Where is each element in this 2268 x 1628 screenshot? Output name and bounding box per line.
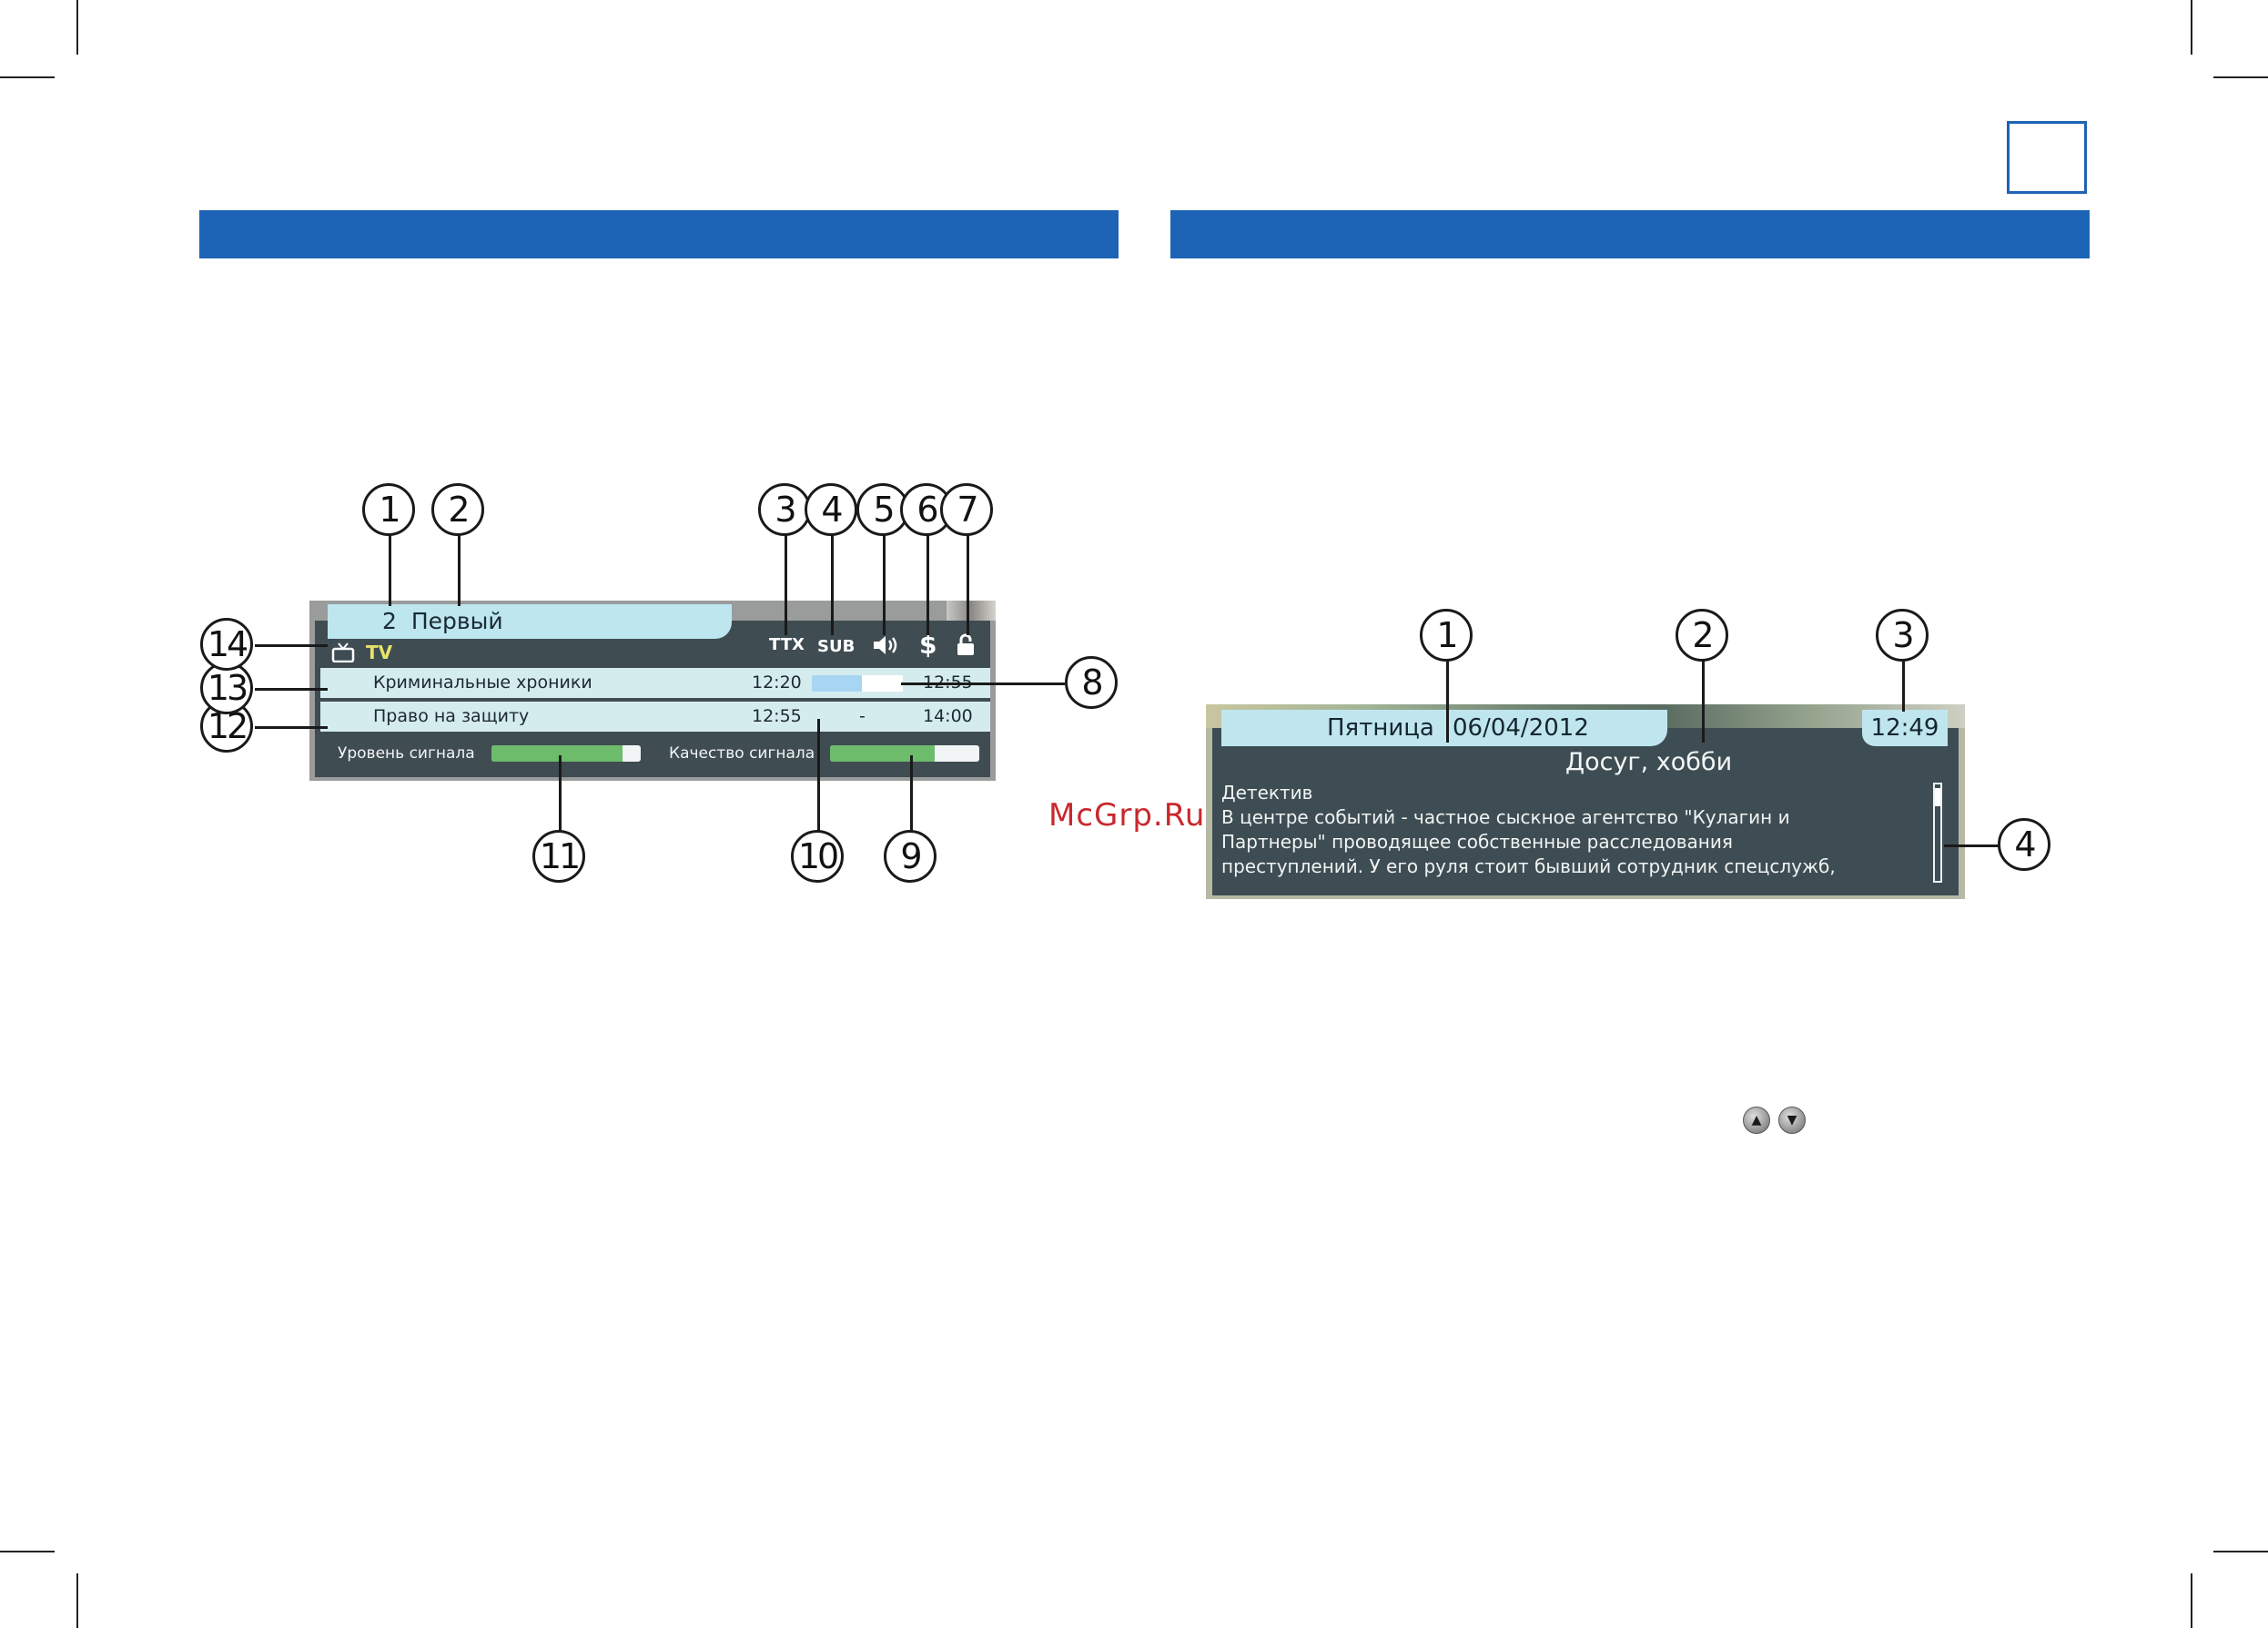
epg-scrollbar[interactable] <box>1933 783 1942 883</box>
scrambled-icon: $ <box>919 630 937 660</box>
epg-genre: Досуг, хобби <box>1565 748 1733 776</box>
channel-number: 2 <box>382 608 397 634</box>
current-program-start: 12:20 <box>752 672 802 693</box>
callout-3: 3 <box>758 483 811 536</box>
callout-leader <box>785 535 787 635</box>
crop-mark <box>2191 0 2192 55</box>
callout-leader <box>901 683 1065 685</box>
program-progress-bar <box>812 675 903 692</box>
epg-description-line: Партнеры" проводящее собственные расслед… <box>1221 831 1733 853</box>
signal-quality-bar <box>830 745 979 762</box>
epg-day: Пятница <box>1327 714 1434 742</box>
epg-category: Детектив <box>1221 782 1313 804</box>
signal-quality-label: Качество сигнала <box>669 744 815 763</box>
section-header-bar-left <box>199 210 1119 258</box>
epg-clock: 12:49 <box>1862 710 1948 746</box>
callout-leader <box>817 719 820 857</box>
channel-name: Первый <box>410 608 503 634</box>
signal-quality-fill <box>830 745 935 762</box>
crop-mark <box>0 1551 55 1552</box>
callout-leader <box>1702 661 1705 743</box>
lock-icon <box>956 633 976 657</box>
callout-7: 7 <box>940 483 993 536</box>
epg-panel <box>1212 728 1959 895</box>
infobar-background-strip <box>947 601 996 621</box>
crop-mark <box>2191 1573 2192 1628</box>
crop-mark <box>76 0 78 55</box>
callout-leader <box>255 688 328 691</box>
callout-leader <box>1446 661 1449 743</box>
next-program-separator: - <box>859 706 866 726</box>
signal-level-label: Уровень сигнала <box>338 744 475 763</box>
speaker-icon <box>872 634 901 656</box>
epg-date: 06/04/2012 <box>1453 714 1589 742</box>
callout-leader <box>831 535 834 635</box>
epg-callout-2: 2 <box>1676 609 1728 662</box>
callout-11: 11 <box>532 830 585 883</box>
next-program-title: Право на защиту <box>373 706 530 726</box>
crop-mark <box>76 1573 78 1628</box>
crop-mark <box>2213 76 2268 78</box>
callout-1: 1 <box>362 483 415 536</box>
callout-leader <box>1944 844 1999 847</box>
callout-leader <box>389 535 391 606</box>
signal-level-fill <box>491 745 623 762</box>
epg-callout-4: 4 <box>1998 818 2050 871</box>
crop-mark <box>0 76 55 78</box>
row-divider <box>320 699 990 702</box>
arrow-up-icon: ▲ <box>1743 1107 1770 1134</box>
callout-leader <box>255 726 328 729</box>
watermark: McGrp.Ru <box>1048 797 1206 834</box>
service-type: TV <box>366 642 393 663</box>
callout-leader <box>255 644 328 647</box>
epg-description-line: В центре событий - частное сыскное агент… <box>1221 806 1790 828</box>
callout-14: 14 <box>200 618 253 671</box>
epg-callout-3: 3 <box>1876 609 1929 662</box>
callout-leader <box>458 535 461 606</box>
teletext-icon: TTX <box>769 635 805 654</box>
program-progress-fill <box>812 675 862 692</box>
callout-leader <box>926 535 929 635</box>
next-program-start: 12:55 <box>752 706 802 726</box>
callout-2: 2 <box>431 483 484 536</box>
page-number-box <box>2007 121 2087 194</box>
current-program-title: Криминальные хроники <box>373 672 592 693</box>
crop-mark <box>2213 1551 2268 1552</box>
callout-leader <box>967 535 969 635</box>
subtitle-icon: SUB <box>817 637 856 656</box>
callout-leader <box>910 755 913 857</box>
callout-9: 9 <box>884 830 937 883</box>
signal-level-bar <box>491 745 641 762</box>
epg-description-line: преступлений. У его руля стоит бывший со… <box>1221 855 1836 877</box>
epg-callout-1: 1 <box>1420 609 1473 662</box>
callout-leader <box>559 755 562 857</box>
callout-leader <box>1902 661 1905 712</box>
next-program-row: Право на защиту 12:55 - 14:00 <box>320 702 990 732</box>
current-program-row: Криминальные хроники 12:20 12:55 <box>320 668 990 698</box>
callout-leader <box>883 535 886 635</box>
callout-10: 10 <box>791 830 844 883</box>
callout-4: 4 <box>805 483 857 536</box>
next-program-end: 14:00 <box>923 706 973 726</box>
tv-icon <box>331 642 355 663</box>
callout-8: 8 <box>1065 656 1118 709</box>
epg-date-tab: Пятница 06/04/2012 <box>1221 710 1667 746</box>
callout-5: 5 <box>856 483 909 536</box>
section-header-bar-right <box>1170 210 2090 258</box>
channel-tab: 2 Первый <box>328 604 732 639</box>
arrow-down-icon: ▼ <box>1778 1107 1806 1134</box>
epg-scrollbar-thumb[interactable] <box>1935 788 1940 806</box>
